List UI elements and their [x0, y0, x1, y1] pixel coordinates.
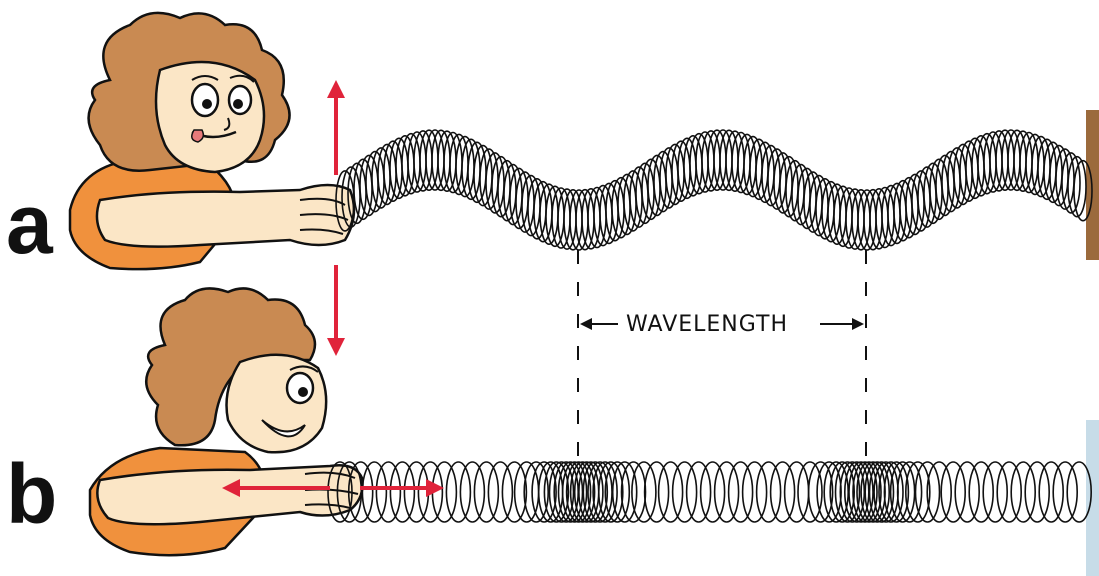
slinky-b-coil: [969, 462, 993, 522]
slinky-a-coil: [942, 152, 960, 212]
slinky-b-coil: [687, 462, 711, 522]
slinky-b-coil: [362, 462, 386, 522]
slinky-a-coil: [360, 155, 378, 215]
transverse-slinky: [336, 130, 1092, 250]
slinky-a-coil: [774, 153, 792, 213]
slinky-a-coil: [918, 167, 936, 227]
longitudinal-slinky: [328, 462, 1091, 522]
slinky-b-coil: [390, 462, 414, 522]
slinky-b-coil: [446, 462, 470, 522]
slinky-b-coil: [715, 462, 739, 522]
slinky-b-coil: [830, 462, 854, 522]
slinky-a-coil: [510, 168, 528, 228]
slinky-a-coil: [630, 167, 648, 227]
person-b: [90, 288, 363, 555]
slinky-a-coil: [642, 159, 660, 219]
slinky-b-coil: [771, 462, 795, 522]
slinky-a-coil: [792, 165, 810, 225]
slinky-b-coil: [983, 462, 1007, 522]
slinky-a-coil: [354, 159, 372, 219]
panel-label-a: a: [6, 182, 53, 266]
slinky-a-coil: [498, 161, 516, 221]
slinky-b-coil: [798, 462, 822, 522]
slinky-b-coil: [659, 462, 683, 522]
person-b-face: [227, 355, 327, 453]
slinky-b-coil: [1025, 462, 1049, 522]
slinky-b-coil: [701, 462, 725, 522]
slinky-a-coil: [648, 155, 666, 215]
slinky-b-coil: [488, 462, 512, 522]
slinky-b-coil: [376, 462, 400, 522]
slinky-b-coil: [941, 462, 965, 522]
slinky-b-coil: [460, 462, 484, 522]
slinky-b-coil: [1011, 462, 1035, 522]
wavelength-markers: [578, 250, 866, 460]
slinky-a-coil: [636, 163, 654, 223]
slinky-b-coil: [955, 462, 979, 522]
person-a: [70, 13, 354, 269]
slinky-a-coil: [492, 157, 510, 217]
slinky-a-coil: [786, 161, 804, 221]
slinky-b-coil: [884, 462, 908, 522]
slinky-a-coil: [780, 157, 798, 217]
slinky-b-coil: [1053, 462, 1077, 522]
slinky-a-coil: [924, 163, 942, 223]
slinky-b-coil: [743, 462, 767, 522]
slinky-a-coil: [930, 159, 948, 219]
slinky-b-coil: [1039, 462, 1063, 522]
slinky-b-coil: [785, 462, 809, 522]
slinky-b-coil: [404, 462, 428, 522]
panel-label-b: b: [6, 452, 57, 536]
slinky-a-coil: [486, 153, 504, 213]
wall-bottom: [1086, 420, 1099, 576]
person-b-arm: [97, 465, 362, 524]
slinky-b-coil: [673, 462, 697, 522]
slinky-a-coil: [504, 165, 522, 225]
slinky-a-coil: [366, 152, 384, 212]
person-a-arm: [97, 185, 354, 247]
slinky-a-coil: [936, 155, 954, 215]
person-a-tongue: [192, 130, 204, 142]
slinky-a-coil: [798, 168, 816, 228]
slinky-a-coil: [1068, 157, 1086, 217]
slinky-a-coil: [1062, 153, 1080, 213]
slinky-b-coil: [997, 462, 1021, 522]
slinky-a-coil: [654, 152, 672, 212]
wavelength-label: WAVELENGTH: [626, 312, 788, 337]
slinky-b-coil: [474, 462, 498, 522]
slinky-b-coil: [729, 462, 753, 522]
slinky-b-coil: [757, 462, 781, 522]
